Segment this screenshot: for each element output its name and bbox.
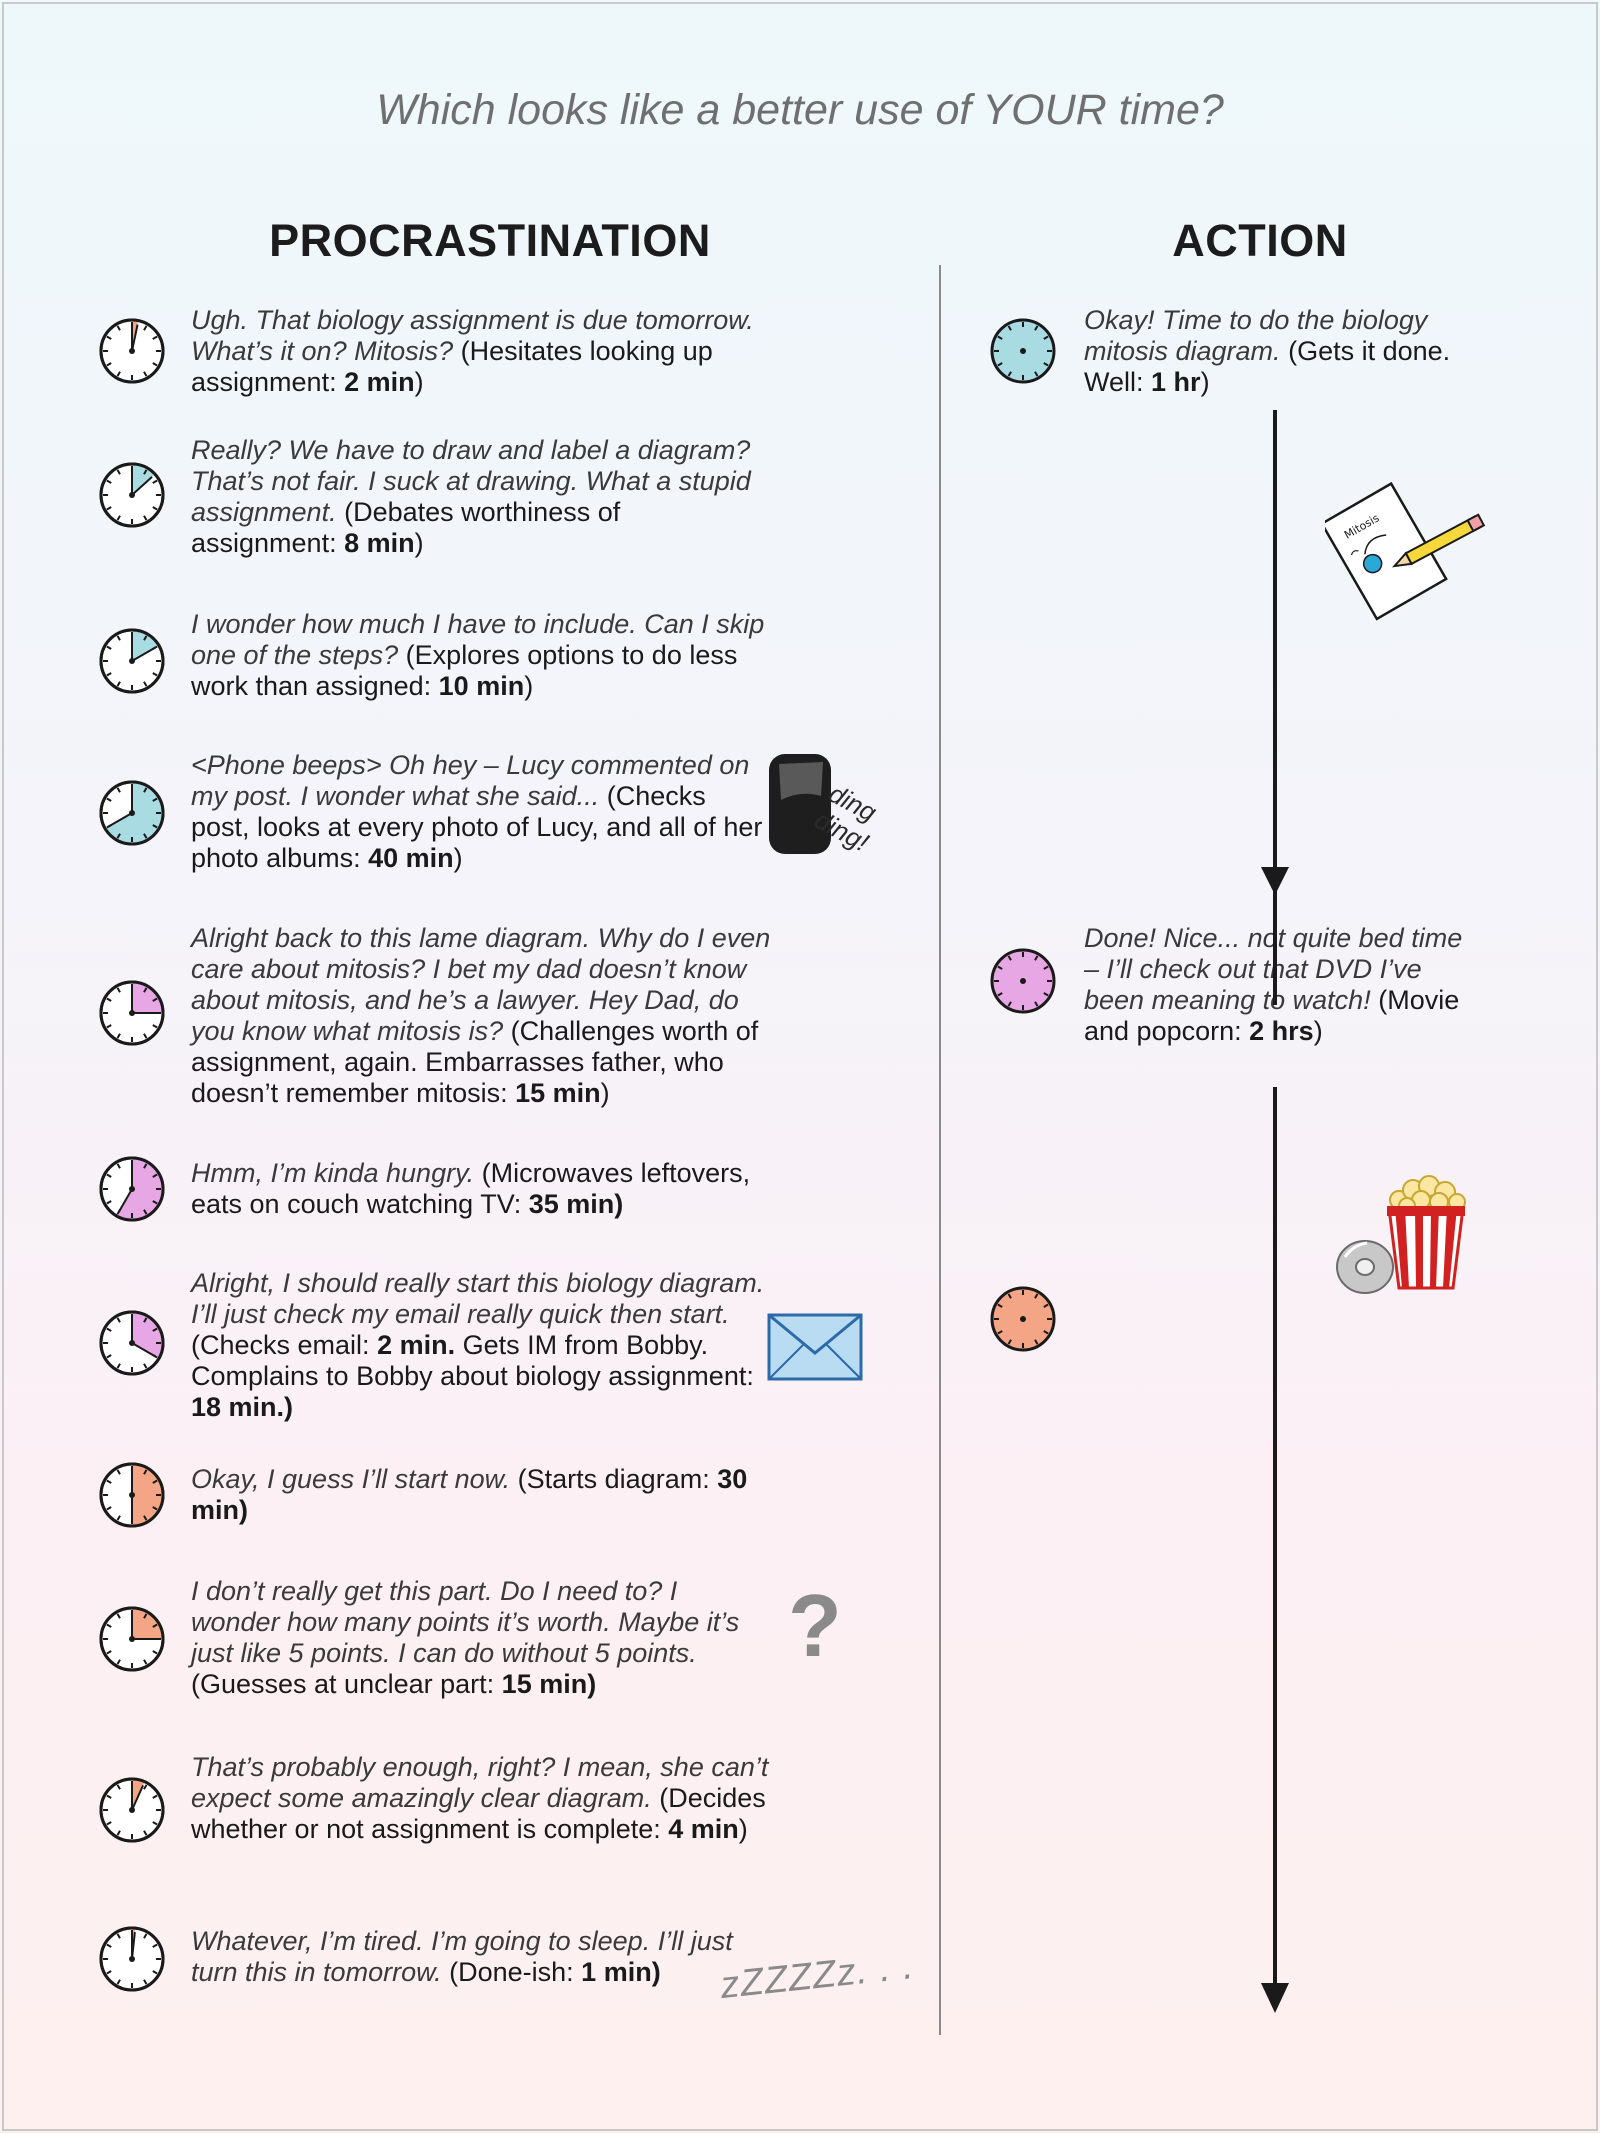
popcorn-icon bbox=[1387, 1175, 1466, 1290]
clock-elapsed-wedge bbox=[116, 1158, 163, 1220]
entry-note: (Microwaves leftovers, eats on couch wat… bbox=[191, 1158, 751, 1219]
entry-time: 35 min) bbox=[528, 1189, 624, 1219]
clock-icon bbox=[990, 1286, 1056, 1352]
clock-icon bbox=[99, 1156, 165, 1222]
clock-icon bbox=[99, 1926, 165, 1992]
procrastination-entry-7: Alright, I should really start this biol… bbox=[191, 1268, 771, 1423]
timeline-arrow-2 bbox=[1261, 1087, 1289, 2013]
entry-note: (Decides whether or not assignment is co… bbox=[191, 1783, 766, 1844]
entry-time: 15 min bbox=[515, 1078, 601, 1108]
procrastination-entry-5: Alright back to this lame diagram. Why d… bbox=[191, 923, 781, 1109]
entry-time: 30 min) bbox=[191, 1464, 748, 1525]
clock-elapsed-wedge bbox=[132, 464, 155, 495]
timeline-arrow-1 bbox=[1261, 410, 1289, 1005]
procrastination-entry-2: Really? We have to draw and label a diag… bbox=[191, 435, 771, 559]
procrastination-entry-6: Hmm, I’m kinda hungry. (Microwaves lefto… bbox=[191, 1158, 791, 1220]
entry-time: 4 min bbox=[668, 1814, 739, 1844]
action-entry-2: Done! Nice... not quite bed time – I’ll … bbox=[1084, 923, 1484, 1047]
action-entry-1: Okay! Time to do the biology mitosis dia… bbox=[1084, 305, 1484, 398]
dvd-icon bbox=[1336, 1240, 1394, 1294]
entry-close: ) bbox=[414, 528, 424, 558]
entry-close: ) bbox=[1200, 367, 1210, 397]
entry-note: (Movie and popcorn: bbox=[1084, 985, 1460, 1046]
clock-icon bbox=[99, 318, 165, 384]
entry-time-2: 18 min.) bbox=[191, 1392, 294, 1422]
entry-quote: Alright, I should really start this biol… bbox=[191, 1268, 765, 1329]
entry-quote: Really? We have to draw and label a diag… bbox=[191, 435, 751, 527]
entry-close: ) bbox=[524, 671, 534, 701]
entry-note: (Hesitates looking up assignment: bbox=[191, 336, 713, 397]
clock-icon bbox=[99, 628, 165, 694]
procrastination-entry-1: Ugh. That biology assignment is due tomo… bbox=[191, 305, 771, 398]
entry-note: (Done-ish: bbox=[449, 1957, 574, 1987]
entry-close: ) bbox=[453, 843, 463, 873]
entry-time: 15 min) bbox=[501, 1669, 597, 1699]
page-title: Which looks like a better use of YOUR ti… bbox=[376, 86, 1224, 134]
procrastination-entry-10: That’s probably enough, right? I mean, s… bbox=[191, 1752, 771, 1845]
procrastination-heading: PROCRASTINATION bbox=[269, 215, 711, 266]
paper-pencil-icon: Mitosis bbox=[1325, 481, 1486, 621]
entry-time: 2 min bbox=[344, 367, 415, 397]
clock-elapsed-wedge bbox=[132, 982, 163, 1013]
column-divider bbox=[939, 265, 941, 2035]
entry-note: (Checks email: bbox=[191, 1330, 370, 1360]
clock-icon bbox=[99, 1462, 165, 1528]
entry-note: (Debates worthiness of assignment: bbox=[191, 497, 621, 558]
entry-note-2: Gets IM from Bobby. Complains to Bobby a… bbox=[191, 1330, 754, 1391]
entry-time: 8 min bbox=[344, 528, 415, 558]
entry-quote: That’s probably enough, right? I mean, s… bbox=[191, 1752, 769, 1813]
entry-note: (Explores options to do less work than a… bbox=[191, 640, 738, 701]
clock-elapsed-wedge bbox=[132, 1608, 163, 1639]
entry-time: 2 min. bbox=[377, 1330, 456, 1360]
entry-time: 10 min bbox=[438, 671, 525, 701]
clock-icon bbox=[99, 1310, 165, 1376]
entry-close: ) bbox=[414, 367, 424, 397]
clock-icon bbox=[99, 462, 165, 528]
procrastination-entry-3: I wonder how much I have to include. Can… bbox=[191, 609, 771, 702]
entry-close: ) bbox=[738, 1814, 748, 1844]
procrastination-entry-9: I don’t really get this part. Do I need … bbox=[191, 1576, 771, 1700]
entry-note: (Challenges worth of assignment, again. … bbox=[191, 1016, 759, 1108]
action-heading: ACTION bbox=[1172, 215, 1348, 266]
entry-quote: I don’t really get this part. Do I need … bbox=[191, 1576, 740, 1668]
entry-note: (Checks post, looks at every photo of Lu… bbox=[191, 781, 763, 873]
entry-quote: Okay, I guess I’ll start now. bbox=[191, 1464, 511, 1494]
question-mark-icon: ? bbox=[788, 1576, 842, 1675]
entry-quote: Alright back to this lame diagram. Why d… bbox=[191, 923, 771, 1046]
phone-icon bbox=[769, 754, 831, 854]
entry-time: 1 min) bbox=[581, 1957, 661, 1987]
procrastination-entry-11: Whatever, I’m tired. I’m going to sleep.… bbox=[191, 1926, 771, 1988]
entry-quote: I wonder how much I have to include. Can… bbox=[191, 609, 765, 670]
clock-icon bbox=[990, 318, 1056, 384]
entry-quote: Ugh. That biology assignment is due tomo… bbox=[191, 305, 754, 366]
clock-icon bbox=[990, 948, 1056, 1014]
envelope-icon bbox=[767, 1313, 863, 1381]
clock-icon bbox=[99, 1777, 165, 1843]
entry-close: ) bbox=[1313, 1016, 1323, 1046]
entry-close: ) bbox=[600, 1078, 610, 1108]
entry-time: 1 hr bbox=[1151, 367, 1201, 397]
clock-elapsed-wedge bbox=[132, 1464, 163, 1526]
procrastination-entry-4: <Phone beeps> Oh hey – Lucy commented on… bbox=[191, 750, 766, 874]
entry-note: (Gets it done. Well: bbox=[1084, 336, 1451, 397]
entry-quote: <Phone beeps> Oh hey – Lucy commented on… bbox=[191, 750, 750, 811]
entry-note: (Starts diagram: bbox=[517, 1464, 710, 1494]
entry-quote: Okay! Time to do the biology mitosis dia… bbox=[1084, 305, 1428, 366]
entry-quote: Hmm, I’m kinda hungry. bbox=[191, 1158, 475, 1188]
entry-time: 40 min bbox=[368, 843, 454, 873]
clock-icon bbox=[99, 1606, 165, 1672]
clock-icon bbox=[99, 980, 165, 1046]
entry-note: (Guesses at unclear part: bbox=[191, 1669, 495, 1699]
entry-quote: Whatever, I’m tired. I’m going to sleep.… bbox=[191, 1926, 733, 1987]
entry-time: 2 hrs bbox=[1249, 1016, 1314, 1046]
procrastination-entry-8: Okay, I guess I’ll start now. (Starts di… bbox=[191, 1464, 751, 1526]
clock-icon bbox=[99, 780, 165, 846]
